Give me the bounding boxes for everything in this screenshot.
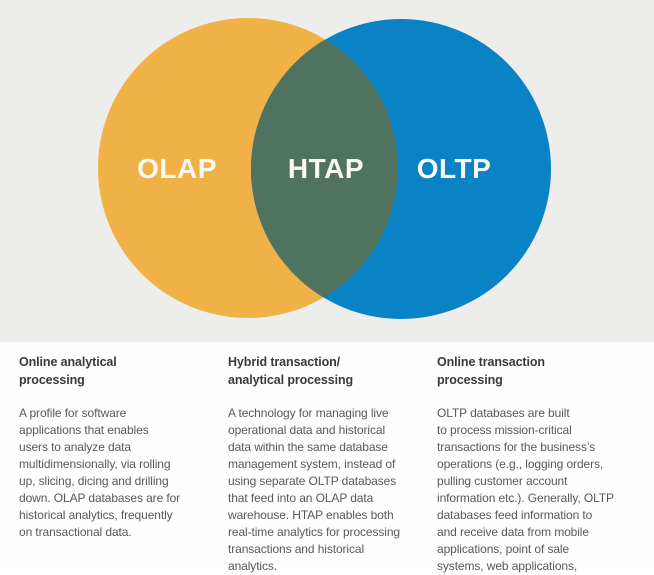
olap-label: OLAP (137, 153, 217, 184)
venn-diagram: OLAP HTAP OLTP (0, 0, 654, 342)
olap-column-heading: Online analytical processing (19, 355, 117, 387)
column-oltp: Online transaction processing OLTP datab… (437, 353, 637, 573)
oltp-column-body: OLTP databases are built to process miss… (437, 406, 614, 573)
htap-column-body: A technology for managing live operation… (228, 406, 401, 573)
venn-diagram-section: OLAP HTAP OLTP (0, 0, 654, 342)
column-olap: Online analytical processing A profile f… (19, 353, 219, 568)
oltp-column-heading: Online transaction processing (437, 355, 545, 387)
oltp-label: OLTP (417, 153, 492, 184)
descriptions-section: Online analytical processing A profile f… (0, 342, 654, 573)
olap-column-body: A profile for software applications that… (19, 406, 181, 539)
column-htap: Hybrid transaction/ analytical processin… (228, 353, 428, 573)
htap-label: HTAP (288, 153, 364, 184)
htap-column-heading: Hybrid transaction/ analytical processin… (228, 355, 354, 387)
htap-intersection (251, 19, 398, 318)
